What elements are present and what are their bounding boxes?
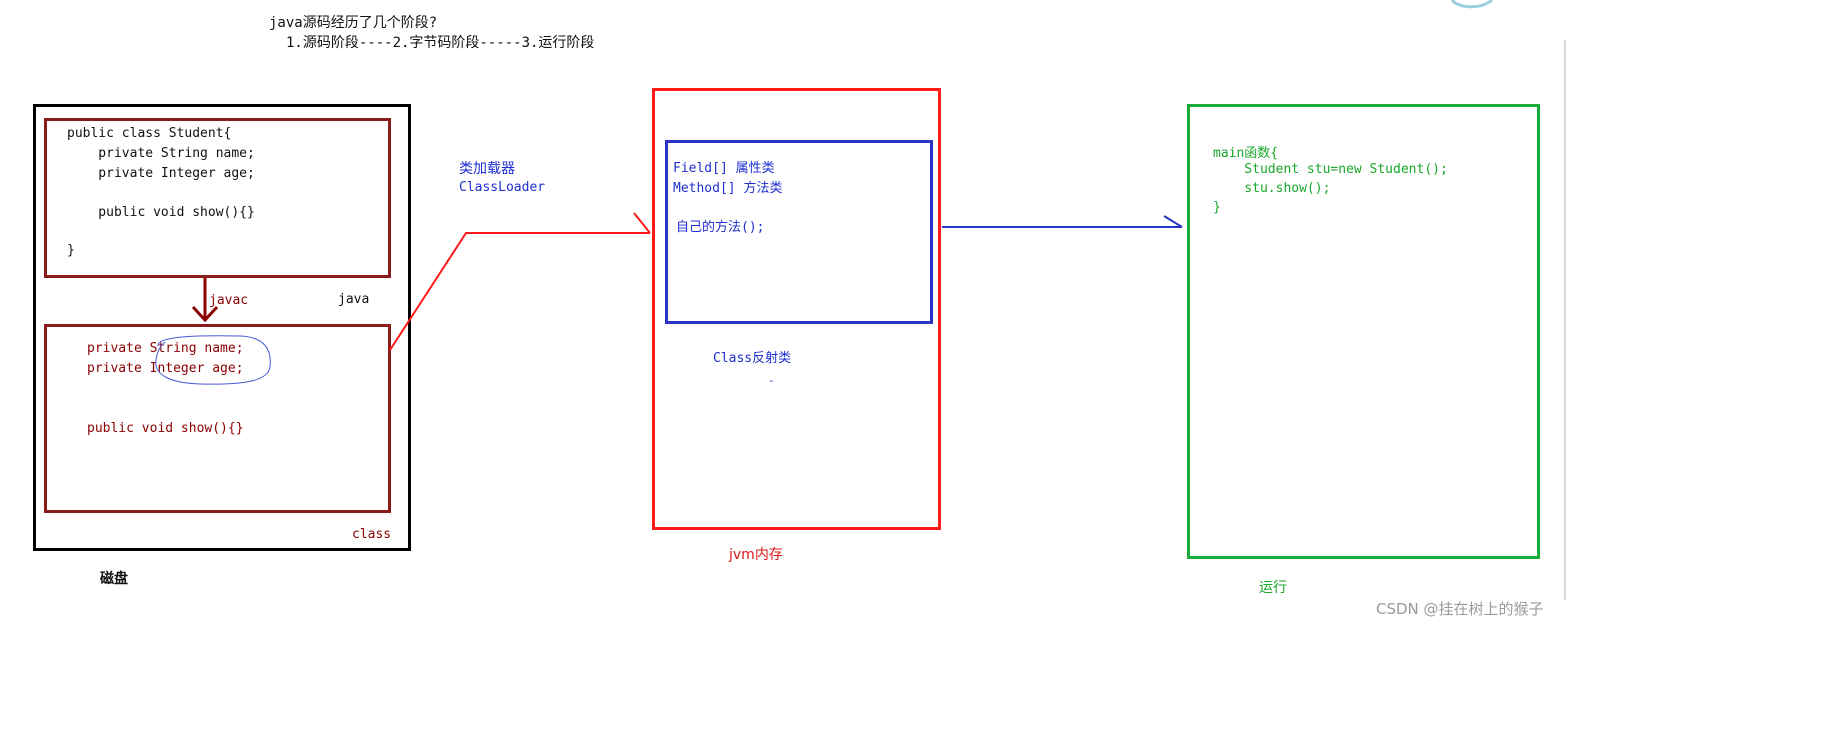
source-code-line-2: private String name; <box>67 146 255 161</box>
field-array-text: Field[] 属性类 <box>673 161 775 176</box>
partial-circle-decoration <box>1450 0 1493 9</box>
source-code-line-3: private Integer age; <box>67 166 255 181</box>
source-code-line-5: public void show(){} <box>67 205 255 220</box>
classloader-arrow <box>389 212 651 351</box>
source-code-line-7: } <box>67 243 75 258</box>
reflection-class-label: Class反射类 <box>713 351 792 366</box>
source-code-line-1: public class Student{ <box>67 126 232 141</box>
bytecode-line-5: public void show(){} <box>87 421 244 436</box>
classloader-label-cn: 类加载器 <box>459 161 515 177</box>
highlight-circle <box>155 335 271 385</box>
own-method-text: 自己的方法(); <box>676 220 765 235</box>
bytecode-box <box>44 324 391 513</box>
reflection-class-box <box>665 140 933 324</box>
bytecode-line-1: private String name; <box>87 341 244 356</box>
runtime-label: 运行 <box>1259 580 1287 596</box>
question-title: java源码经历了几个阶段? <box>269 15 438 31</box>
watermark: CSDN @挂在树上的猴子 <box>1376 600 1544 618</box>
bytecode-line-2: private Integer age; <box>87 361 244 376</box>
runtime-code-line-1: main函数{ <box>1213 146 1279 161</box>
java-label: java <box>338 292 370 307</box>
source-code-box <box>44 118 391 278</box>
disk-box <box>33 104 411 551</box>
class-label: class <box>352 527 392 542</box>
jvm-memory-box <box>652 88 941 530</box>
disk-label: 磁盘 <box>100 571 128 587</box>
run-arrow <box>942 215 1183 228</box>
method-array-text: Method[] 方法类 <box>673 181 783 196</box>
jvm-memory-label: jvm内存 <box>729 547 783 563</box>
runtime-code-line-3: stu.show(); <box>1213 181 1331 196</box>
classloader-label-en: ClassLoader <box>459 180 546 195</box>
dash-mark: - <box>768 374 775 387</box>
javac-label: javac <box>209 293 249 308</box>
runtime-code-line-2: Student stu=new Student(); <box>1213 162 1448 177</box>
javac-arrow <box>191 278 219 323</box>
arrows-layer <box>155 0 1566 600</box>
stages-text: 1.源码阶段----2.字节码阶段-----3.运行阶段 <box>286 35 595 51</box>
runtime-box <box>1187 104 1540 559</box>
runtime-code-line-4: } <box>1213 200 1221 215</box>
